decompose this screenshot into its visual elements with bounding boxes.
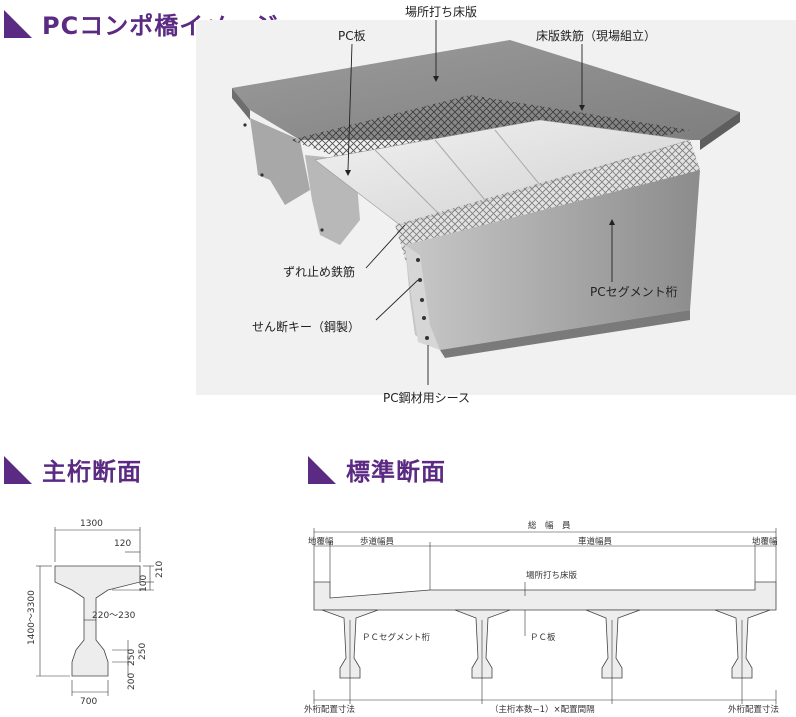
dim-web: 220～230 xyxy=(92,611,136,621)
header-marker-icon xyxy=(4,9,32,38)
label-cast-slab-section: 場所打ち床版 xyxy=(526,570,578,581)
label-roadway: 車道幅員 xyxy=(578,536,613,547)
cast-slab xyxy=(232,40,740,140)
dim-bottom-h1: 250 xyxy=(138,643,148,660)
header-marker-icon xyxy=(308,455,336,484)
deck-slab-shape xyxy=(313,581,777,611)
header-main-girder-title: 主桁断面 xyxy=(42,458,142,486)
dim-bottom-h3: 200 xyxy=(127,673,137,690)
label-cast-slab: 場所打ち床版 xyxy=(405,5,477,19)
label-curb-right: 地覆幅 xyxy=(752,536,778,547)
girder-shapes xyxy=(321,609,771,679)
header-standard-title: 標準断面 xyxy=(346,458,446,486)
label-total-width: 総 幅 員 xyxy=(528,520,571,531)
label-segment-girder-section: ＰＣセグメント桁 xyxy=(362,632,431,643)
label-outer-left: 外桁配置寸法 xyxy=(304,704,355,715)
pc-segment-girder xyxy=(405,170,700,350)
label-curb-left: 地覆幅 xyxy=(308,536,334,547)
label-segment-girder: PCセグメント桁 xyxy=(590,285,678,299)
dim-top-width: 1300 xyxy=(80,519,103,529)
label-sidewalk: 歩道幅員 xyxy=(360,536,395,547)
label-spacing: （主桁本数−1）×配置間隔 xyxy=(490,704,595,715)
header-standard: 標準断面 xyxy=(308,452,446,487)
dim-flange-h1: 210 xyxy=(155,561,165,578)
label-pc-panel: PC板 xyxy=(338,29,366,43)
label-pc-panel-section: ＰＣ板 xyxy=(530,632,556,643)
dim-bottom-h2: 250 xyxy=(127,649,137,666)
girder-section-drawing: 1300 120 210 100 1400～3300 220～230 250 2… xyxy=(27,519,165,707)
dim-flange-h2: 100 xyxy=(139,575,149,592)
dim-bottom-width: 700 xyxy=(80,697,97,707)
label-sheath: PC鋼材用シース xyxy=(383,391,470,405)
leader-arrow-icons xyxy=(345,76,615,225)
dim-height: 1400～3300 xyxy=(27,590,37,645)
shear-key-icons xyxy=(243,123,429,340)
label-shear-rebar: ずれ止め鉄筋 xyxy=(283,264,355,279)
girder-section-shape xyxy=(54,565,141,677)
dim-flange-tip: 120 xyxy=(114,539,131,549)
label-outer-right: 外桁配置寸法 xyxy=(728,704,779,715)
label-rebar: 床版鉄筋（現場組立） xyxy=(536,28,656,43)
header-main-girder: 主桁断面 xyxy=(4,452,142,487)
standard-section-drawing: 総 幅 員 地覆幅 歩道幅員 車道幅員 地覆幅 場所打ち床版 ＰＣセグメント桁 … xyxy=(304,520,779,715)
label-shear-key: せん断キー（鋼製） xyxy=(252,319,360,334)
bridge-perspective: 場所打ち床版 PC板 床版鉄筋（現場組立） ずれ止め鉄筋 せん断キー（鋼製） P… xyxy=(196,5,796,405)
header-marker-icon xyxy=(4,455,32,484)
